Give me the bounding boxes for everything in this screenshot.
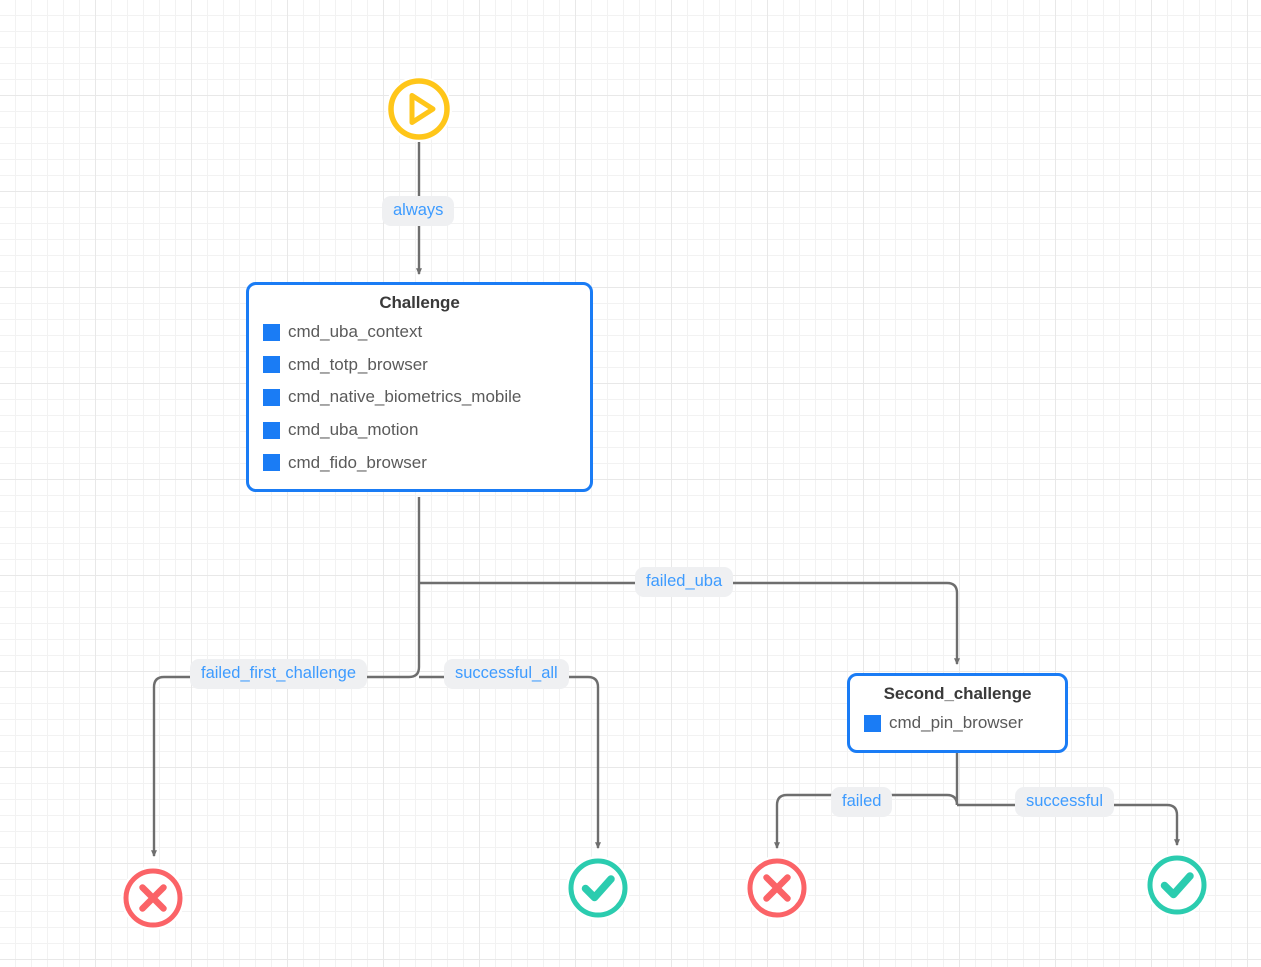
edge-successful-all [419,675,601,850]
color-swatch-icon [263,356,280,374]
edge-label-always[interactable]: always [382,196,455,226]
node-challenge-item[interactable]: cmd_fido_browser [263,447,576,480]
terminal-fail-left[interactable] [121,866,185,930]
edge-label-successful-all[interactable]: successful_all [444,659,569,689]
node-challenge-item[interactable]: cmd_uba_motion [263,414,576,447]
terminal-success-right[interactable] [1145,853,1209,917]
node-challenge-item[interactable]: cmd_native_biometrics_mobile [263,381,576,414]
terminal-fail-right[interactable] [745,856,809,920]
play-circle-icon [388,78,450,140]
edge-label-successful[interactable]: successful [1015,787,1115,817]
node-item-label: cmd_totp_browser [288,354,428,374]
color-swatch-icon [263,454,280,472]
x-circle-icon [123,868,183,928]
node-challenge[interactable]: Challenge cmd_uba_context cmd_totp_brows… [246,282,593,493]
node-challenge-item[interactable]: cmd_totp_browser [263,349,576,382]
terminal-success-left[interactable] [566,856,630,920]
color-swatch-icon [263,323,280,341]
edge-label-failed[interactable]: failed [831,787,893,817]
node-second-challenge-title: Second_challenge [883,684,1032,703]
node-item-label: cmd_native_biometrics_mobile [288,387,522,407]
start-node[interactable] [386,76,452,142]
node-item-label: cmd_uba_context [288,322,423,341]
color-swatch-icon [864,714,881,732]
edge-failed-first-challenge [150,666,421,858]
node-challenge-title: Challenge [379,293,460,312]
check-circle-icon [568,858,628,918]
edge-label-failed-first-challenge[interactable]: failed_first_challenge [190,659,368,689]
edge-label-failed-uba[interactable]: failed_uba [635,567,734,597]
node-challenge-item[interactable]: cmd_uba_context [263,316,576,349]
check-circle-icon [1147,855,1207,915]
node-second-challenge[interactable]: Second_challenge cmd_pin_browser [847,673,1068,753]
node-item-label: cmd_pin_browser [889,713,1024,732]
node-second-challenge-item[interactable]: cmd_pin_browser [864,707,1051,740]
color-swatch-icon [263,389,280,407]
color-swatch-icon [263,421,280,439]
x-circle-icon [747,858,807,918]
node-item-label: cmd_uba_motion [288,419,419,439]
node-item-label: cmd_fido_browser [288,452,427,472]
